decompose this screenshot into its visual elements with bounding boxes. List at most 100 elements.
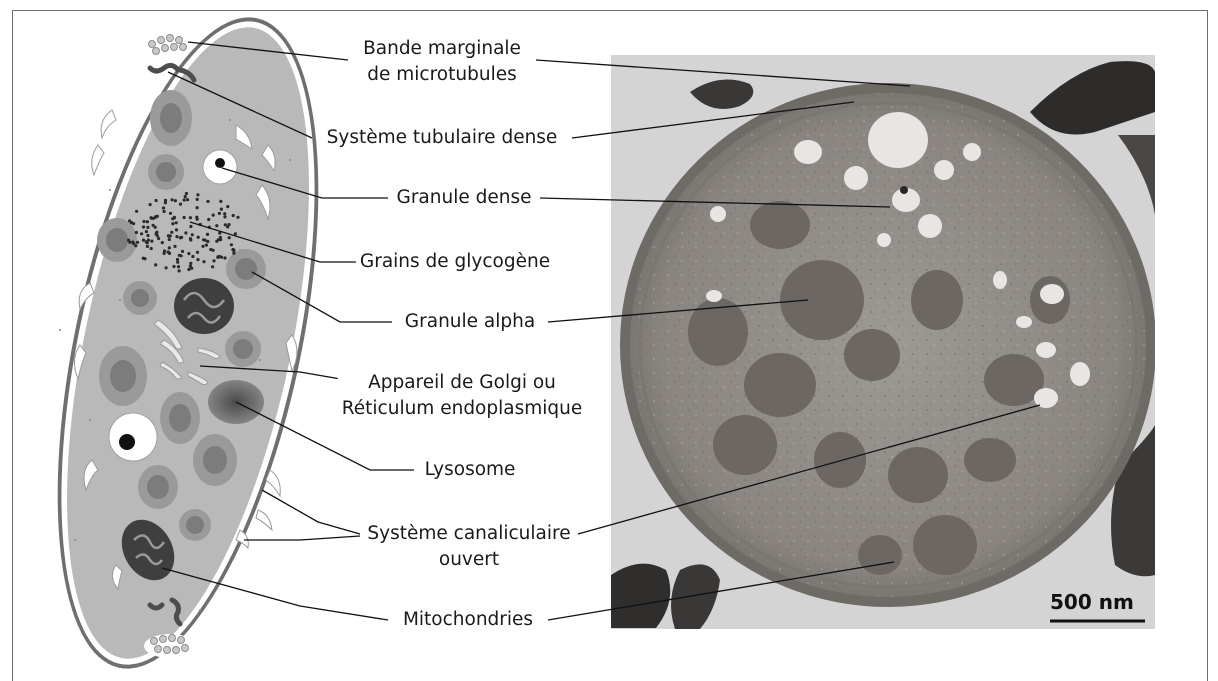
glycogen-grain bbox=[227, 223, 230, 226]
glycogen-grain bbox=[135, 210, 138, 213]
glycogen-grain bbox=[220, 208, 223, 211]
glycogen-grain bbox=[189, 225, 192, 228]
glycogen-grain bbox=[196, 206, 199, 209]
glycogen-grain bbox=[174, 199, 177, 202]
glycogen-grain bbox=[146, 245, 149, 248]
glycogen-grain bbox=[205, 244, 208, 247]
glycogen-grain bbox=[223, 256, 226, 259]
alpha-granule bbox=[160, 392, 200, 444]
label-glycogen: Grains de glycogène bbox=[356, 249, 554, 275]
glycogen-grain bbox=[197, 236, 200, 239]
glycogen-grain bbox=[189, 262, 192, 265]
glycogen-grain bbox=[206, 240, 209, 243]
alpha-granule bbox=[150, 90, 192, 146]
glycogen-grain bbox=[202, 260, 205, 263]
glycogen-grain bbox=[215, 224, 218, 227]
glycogen-grain bbox=[168, 238, 171, 241]
glycogen-grain bbox=[230, 243, 233, 246]
glycogen-grain bbox=[189, 216, 192, 219]
label-dense-granule: Granule dense bbox=[392, 185, 535, 211]
glycogen-grain bbox=[196, 251, 199, 254]
glycogen-grain bbox=[178, 254, 181, 257]
label-canalicular: Système canaliculaire ouvert bbox=[363, 521, 574, 573]
glycogen-grain bbox=[184, 231, 187, 234]
label-canalicular-line1: Système canaliculaire bbox=[367, 521, 570, 547]
glycogen-grain bbox=[142, 239, 145, 242]
microtubule-band-top bbox=[142, 32, 194, 56]
glycogen-grain bbox=[201, 245, 204, 248]
glycogen-grain bbox=[168, 246, 171, 249]
glycogen-grain bbox=[189, 237, 192, 240]
glycogen-grain bbox=[149, 203, 152, 206]
mitochondrion bbox=[174, 278, 234, 334]
label-microtubules-line2: de microtubules bbox=[363, 62, 521, 88]
glycogen-grain bbox=[147, 239, 150, 242]
glycogen-grain bbox=[218, 212, 221, 215]
glycogen-grain bbox=[181, 250, 184, 253]
glycogen-grain bbox=[223, 215, 226, 218]
glycogen-grain bbox=[162, 206, 165, 209]
glycogen-grain bbox=[150, 247, 153, 250]
glycogen-grain bbox=[206, 233, 209, 236]
em-dense-granule bbox=[900, 186, 908, 194]
glycogen-grain bbox=[234, 232, 237, 235]
glycogen-grain bbox=[140, 232, 143, 235]
glycogen-grain bbox=[211, 265, 214, 268]
glycogen-grain bbox=[163, 252, 166, 255]
glycogen-grain bbox=[212, 259, 215, 262]
glycogen-grain bbox=[146, 234, 149, 237]
glycogen-grain bbox=[170, 231, 173, 234]
glycogen-grain bbox=[228, 236, 231, 239]
label-golgi: Appareil de Golgi ou Réticulum endoplasm… bbox=[338, 370, 587, 422]
glycogen-grain bbox=[177, 265, 180, 268]
alpha-granule bbox=[226, 249, 266, 289]
glycogen-grain bbox=[163, 210, 166, 213]
glycogen-grain bbox=[132, 242, 135, 245]
glycogen-grain bbox=[184, 195, 187, 198]
dense-granule bbox=[203, 150, 237, 184]
glycogen-grain bbox=[191, 255, 194, 258]
glycogen-grain bbox=[195, 216, 198, 219]
glycogen-grain bbox=[183, 198, 186, 201]
glycogen-grain bbox=[223, 212, 226, 215]
glycogen-grain bbox=[207, 218, 210, 221]
glycogen-grain bbox=[150, 216, 153, 219]
glycogen-grain bbox=[212, 214, 215, 217]
glycogen-grain bbox=[206, 200, 209, 203]
label-microtubules: Bande marginale de microtubules bbox=[359, 36, 525, 88]
glycogen-grain bbox=[142, 220, 145, 223]
glycogen-grain bbox=[143, 257, 146, 260]
glycogen-grain bbox=[175, 228, 178, 231]
glycogen-grain bbox=[216, 255, 219, 258]
label-microtubules-line1: Bande marginale bbox=[363, 36, 521, 62]
glycogen-grain bbox=[224, 223, 227, 226]
glycogen-grain bbox=[232, 248, 235, 251]
neighbor-fragment bbox=[611, 564, 670, 628]
glycogen-grain bbox=[150, 240, 153, 243]
glycogen-grain bbox=[178, 269, 181, 272]
glycogen-grain bbox=[157, 237, 160, 240]
glycogen-grain bbox=[185, 192, 188, 195]
glycogen-grain bbox=[176, 261, 179, 264]
glycogen-grain bbox=[186, 198, 189, 201]
glycogen-grain bbox=[191, 233, 194, 236]
glycogen-grain bbox=[202, 238, 205, 241]
glycogen-grain bbox=[155, 232, 158, 235]
glycogen-grain bbox=[136, 241, 139, 244]
alpha-granule bbox=[123, 281, 157, 315]
glycogen-grain bbox=[209, 248, 212, 251]
glycogen-grain bbox=[232, 252, 235, 255]
glycogen-grain bbox=[169, 212, 172, 215]
label-lysosome: Lysosome bbox=[421, 457, 520, 483]
glycogen-grain bbox=[196, 258, 199, 261]
glycogen-grain bbox=[165, 266, 168, 269]
glycogen-grain bbox=[179, 236, 182, 239]
electron-micrograph bbox=[611, 55, 1156, 629]
glycogen-grain bbox=[183, 216, 186, 219]
scale-bar-label: 500 nm bbox=[1050, 590, 1134, 614]
glycogen-grain bbox=[187, 268, 190, 271]
microtubule-band-bottom bbox=[144, 634, 196, 658]
alpha-granule bbox=[148, 154, 184, 190]
glycogen-grain bbox=[168, 235, 171, 238]
